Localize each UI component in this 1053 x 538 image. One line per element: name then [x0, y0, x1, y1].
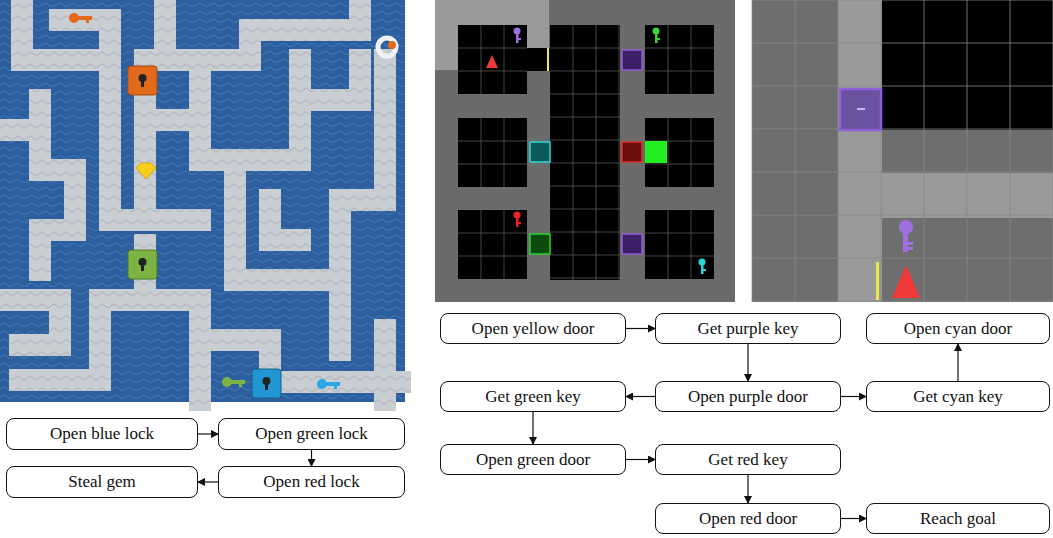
box-label: Open yellow door — [472, 319, 595, 339]
box-label: Open blue lock — [50, 424, 154, 444]
flow-arrow — [957, 344, 958, 381]
box-label: Open red lock — [263, 472, 359, 492]
flow-arrow — [532, 412, 533, 444]
box-label: Open green lock — [255, 424, 367, 444]
process-box: Open red door — [655, 503, 841, 534]
process-box: Get cyan key — [866, 381, 1050, 412]
process-box: Get purple key — [655, 313, 841, 344]
box-label: Open green door — [476, 450, 590, 470]
box-label: Get purple key — [697, 319, 798, 339]
box-label: Get green key — [485, 387, 580, 407]
box-label: Get red key — [708, 450, 787, 470]
flow-arrow — [841, 518, 866, 519]
gridworld-illustration — [435, 0, 735, 302]
box-label: Steal gem — [68, 472, 136, 492]
box-label: Open purple door — [688, 387, 808, 407]
maze-illustration — [0, 0, 405, 402]
process-box: Steal gem — [6, 466, 198, 498]
box-label: Reach goal — [920, 509, 996, 529]
process-box: Open purple door — [655, 381, 841, 412]
flow-arrow — [198, 433, 218, 434]
flow-arrow — [626, 396, 655, 397]
process-box: Open yellow door — [440, 313, 626, 344]
flow-arrow — [747, 475, 748, 503]
process-box: Open red lock — [218, 466, 405, 498]
flow-arrow — [311, 450, 312, 466]
process-box: Reach goal — [866, 503, 1050, 534]
process-box: Get red key — [655, 444, 841, 475]
flow-arrow — [626, 328, 655, 329]
process-box: Open blue lock — [6, 418, 198, 450]
zoomed-view-illustration — [752, 0, 1053, 302]
process-box: Get green key — [440, 381, 626, 412]
process-box: Open cyan door — [866, 313, 1050, 344]
box-label: Open cyan door — [904, 319, 1013, 339]
process-box: Open green lock — [218, 418, 405, 450]
flow-arrow — [747, 344, 748, 381]
flow-arrow — [626, 459, 655, 460]
box-label: Get cyan key — [913, 387, 1003, 407]
process-box: Open green door — [440, 444, 626, 475]
box-label: Open red door — [699, 509, 797, 529]
flow-arrow — [198, 481, 218, 482]
flow-arrow — [841, 396, 866, 397]
